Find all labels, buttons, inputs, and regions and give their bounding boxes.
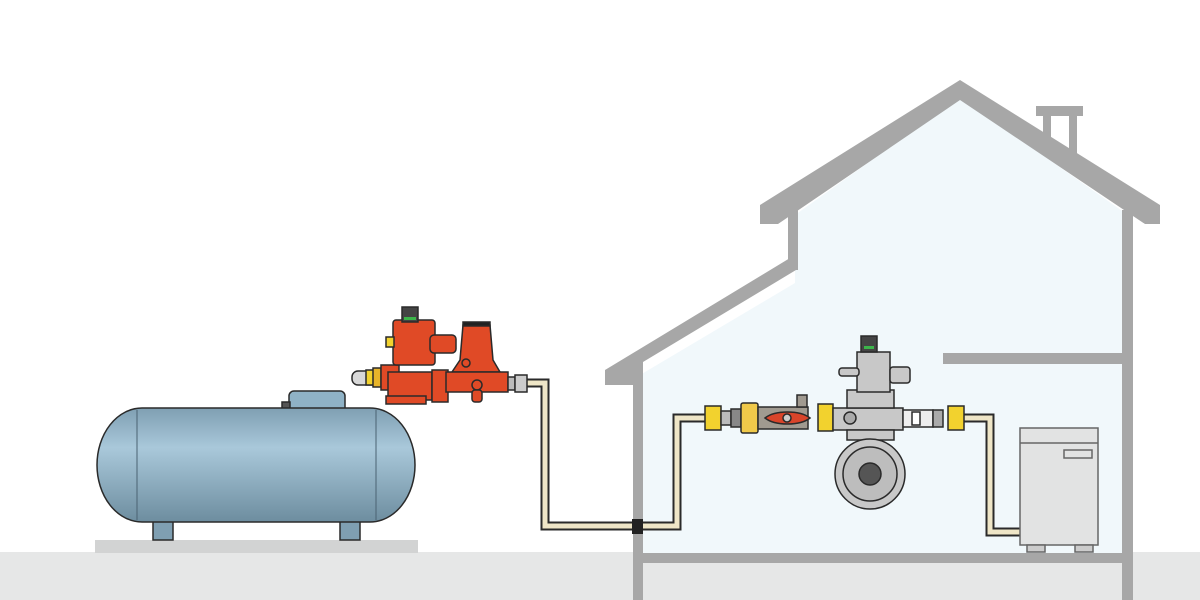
house-left-wall [633, 370, 643, 600]
house [605, 80, 1160, 600]
fitting-yellow [817, 403, 834, 432]
gas-appliance [1019, 427, 1099, 553]
gas-pipe-to-appliance [962, 413, 1022, 537]
house-mid-wall [788, 205, 798, 270]
fitting-yellow [947, 405, 965, 431]
tank-platform [95, 540, 418, 553]
gas-pipe-outdoor [525, 378, 707, 534]
tank-body [96, 407, 416, 523]
upper-floor-shelf [943, 353, 1128, 364]
fitting-yellow [704, 405, 722, 431]
indoor-valve-assembly [704, 335, 965, 510]
chimney-right [1069, 112, 1077, 160]
chimney-cap [1036, 106, 1083, 116]
house-left-roof [605, 258, 796, 385]
first-stage-regulator [351, 306, 528, 405]
wall-sleeve [632, 519, 643, 534]
gas-tank [96, 390, 416, 541]
house-interior [640, 97, 1128, 560]
house-right-wall [1122, 210, 1133, 600]
house-floor [633, 553, 1133, 563]
chimney [1043, 112, 1051, 144]
